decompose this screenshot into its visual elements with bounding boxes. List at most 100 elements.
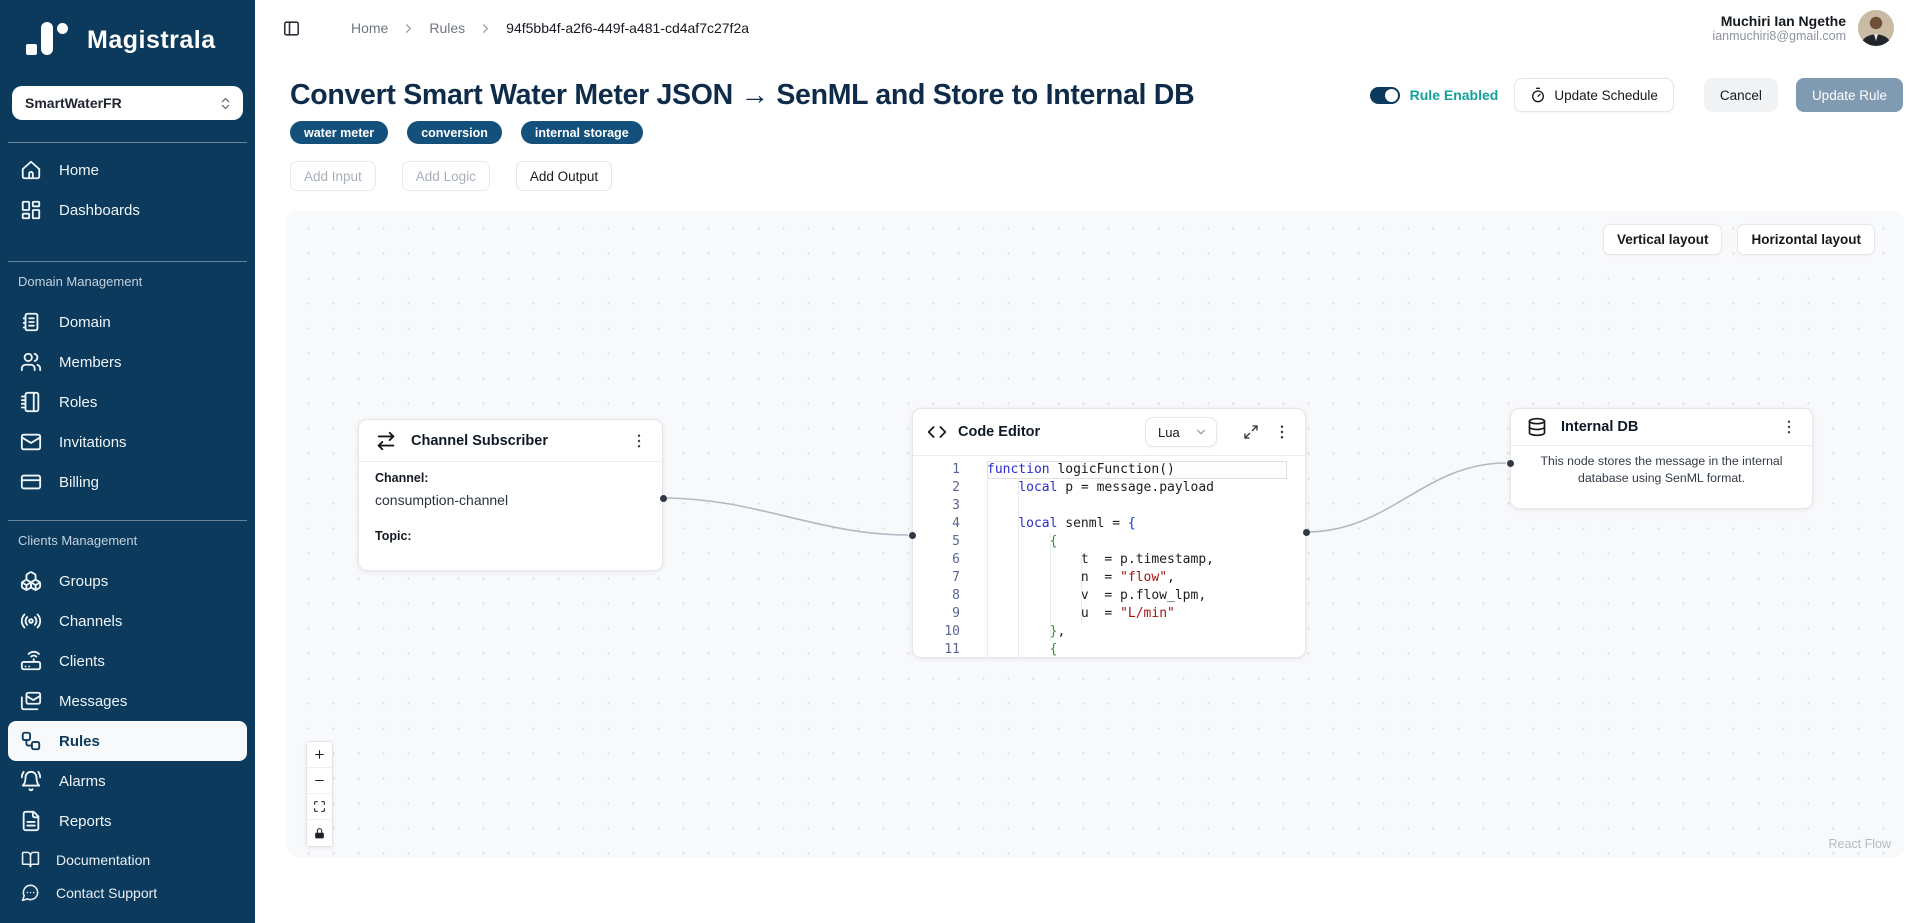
router-icon — [20, 650, 42, 672]
line-number: 3 — [952, 498, 960, 513]
sidebar-item-reports[interactable]: Reports — [8, 801, 247, 841]
add-logic-button[interactable]: Add Logic — [401, 161, 490, 191]
sidebar-item-members[interactable]: Members — [8, 342, 247, 382]
building-icon — [20, 311, 42, 333]
breadcrumb-rule-id: 94f5bb4f-a2f6-449f-a481-cd4af7c27f2a — [506, 20, 750, 36]
book-open-icon — [21, 850, 40, 869]
edge-editor-to-db — [1305, 462, 1507, 533]
swap-arrows-icon — [375, 430, 397, 452]
tag-list: water meter conversion internal storage — [290, 121, 1903, 144]
code-line-11[interactable]: { — [1049, 642, 1058, 657]
sidebar-toggle-button[interactable] — [277, 14, 305, 42]
sidebar-item-roles[interactable]: Roles — [8, 382, 247, 422]
file-text-icon — [20, 810, 42, 832]
update-schedule-button[interactable]: Update Schedule — [1514, 78, 1674, 112]
code-line-4[interactable]: local senml = { — [1018, 516, 1136, 531]
breadcrumb-rules[interactable]: Rules — [429, 20, 466, 36]
line-number: 6 — [952, 552, 960, 567]
breadcrumb-home[interactable]: Home — [351, 20, 389, 36]
chevron-right-icon — [478, 21, 493, 36]
sidebar-item-home[interactable]: Home — [8, 150, 247, 190]
sidebar-item-alarms[interactable]: Alarms — [8, 761, 247, 801]
node-internal-db[interactable]: Internal DB This node stores the message… — [1510, 408, 1813, 509]
flow-canvas[interactable]: Vertical layout Horizontal layout Channe… — [287, 211, 1904, 857]
channel-value: consumption-channel — [375, 492, 509, 508]
user-meta: Muchiri Ian Ngethe ianmuchiri8@gmail.com — [1712, 13, 1846, 43]
avatar-photo — [1858, 10, 1894, 46]
sidebar: Magistrala SmartWaterFR Home Dashboards … — [0, 0, 255, 923]
line-number: 2 — [952, 480, 960, 495]
chevrons-up-down-icon — [218, 96, 233, 111]
sidebar-item-groups[interactable]: Groups — [8, 561, 247, 601]
code-line-1[interactable]: function logicFunction() — [987, 461, 1287, 479]
node-add-toolbar: Add Input Add Logic Add Output — [290, 161, 1903, 191]
node-channel-subscriber[interactable]: Channel Subscriber Channel: consumption-… — [358, 419, 663, 571]
rule-enabled-switch[interactable] — [1369, 86, 1400, 104]
code-lines[interactable]: function logicFunction() local p = messa… — [977, 461, 1287, 657]
code-line-10[interactable]: }, — [1049, 624, 1066, 639]
code-line-6[interactable]: t = p.timestamp, — [987, 552, 1214, 567]
handle-db-input[interactable] — [1507, 460, 1514, 467]
sidebar-item-messages[interactable]: Messages — [8, 681, 247, 721]
cancel-button[interactable]: Cancel — [1703, 78, 1778, 112]
react-flow-attribution[interactable]: React Flow — [1828, 837, 1891, 851]
node-header: Internal DB — [1511, 409, 1812, 445]
code-line-2[interactable]: local p = message.payload — [1018, 480, 1214, 495]
avatar[interactable] — [1858, 10, 1894, 46]
language-select[interactable]: Lua — [1145, 417, 1217, 447]
sidebar-item-billing[interactable]: Billing — [8, 462, 247, 502]
zoom-out-button[interactable] — [307, 768, 332, 794]
kebab-menu-icon[interactable] — [1780, 418, 1798, 436]
switch-knob — [1384, 88, 1398, 102]
timer-icon — [1530, 87, 1546, 103]
add-output-button[interactable]: Add Output — [515, 161, 613, 191]
zoom-in-button[interactable] — [307, 742, 332, 768]
user-email: ianmuchiri8@gmail.com — [1712, 28, 1846, 43]
handle-editor-output[interactable] — [1303, 529, 1310, 536]
handle-editor-input[interactable] — [909, 532, 916, 539]
minus-icon — [313, 774, 326, 787]
maximize-icon — [1243, 424, 1259, 440]
code-line-5[interactable]: { — [1049, 534, 1058, 549]
lock-button[interactable] — [307, 820, 332, 846]
node-description: This node stores the message in the inte… — [1540, 454, 1783, 485]
mail-icon — [20, 431, 42, 453]
dashboard-icon — [20, 199, 42, 221]
sidebar-item-domain[interactable]: Domain — [8, 302, 247, 342]
sidebar-clients-nav: Groups Channels Clients Messages Rules A… — [0, 561, 255, 841]
code-line-9[interactable]: u = "L/min" — [987, 606, 1175, 621]
expand-editor-button[interactable] — [1241, 422, 1261, 442]
node-title: Internal DB — [1561, 419, 1639, 435]
code-line-3[interactable] — [987, 497, 1287, 515]
header-actions: Rule Enabled Update Schedule Cancel Upda… — [1369, 78, 1903, 112]
sidebar-item-clients[interactable]: Clients — [8, 641, 247, 681]
sidebar-item-dashboards[interactable]: Dashboards — [8, 190, 247, 230]
workspace-selector[interactable]: SmartWaterFR — [12, 86, 243, 120]
chevron-down-icon — [1194, 425, 1208, 439]
page-header: Convert Smart Water Meter JSON → SenML a… — [255, 56, 1916, 191]
sidebar-domain-nav: Domain Members Roles Invitations Billing — [0, 302, 255, 502]
sidebar-item-documentation[interactable]: Documentation — [0, 843, 255, 876]
user-name: Muchiri Ian Ngethe — [1720, 12, 1846, 29]
breadcrumb: Home Rules 94f5bb4f-a2f6-449f-a481-cd4af… — [351, 20, 749, 36]
sidebar-item-contact-support[interactable]: Contact Support — [0, 876, 255, 909]
rule-enabled-label: Rule Enabled — [1409, 87, 1499, 103]
kebab-menu-icon[interactable] — [630, 432, 648, 450]
update-rule-button[interactable]: Update Rule — [1795, 78, 1903, 112]
sidebar-item-invitations[interactable]: Invitations — [8, 422, 247, 462]
node-title: Channel Subscriber — [411, 433, 548, 449]
user-menu[interactable]: Muchiri Ian Ngethe ianmuchiri8@gmail.com — [1712, 10, 1894, 46]
handle-subscriber-output[interactable] — [660, 495, 667, 502]
vertical-layout-button[interactable]: Vertical layout — [1602, 224, 1723, 255]
sidebar-item-channels[interactable]: Channels — [8, 601, 247, 641]
tag-internal-storage: internal storage — [520, 121, 643, 144]
fit-view-button[interactable] — [307, 794, 332, 820]
code-line-7[interactable]: n = "flow", — [987, 570, 1175, 585]
sidebar-item-rules[interactable]: Rules — [8, 721, 247, 761]
node-menu-button[interactable] — [1272, 422, 1292, 442]
horizontal-layout-button[interactable]: Horizontal layout — [1737, 224, 1875, 255]
code-line-8[interactable]: v = p.flow_lpm, — [987, 588, 1207, 603]
add-input-button[interactable]: Add Input — [290, 161, 376, 191]
